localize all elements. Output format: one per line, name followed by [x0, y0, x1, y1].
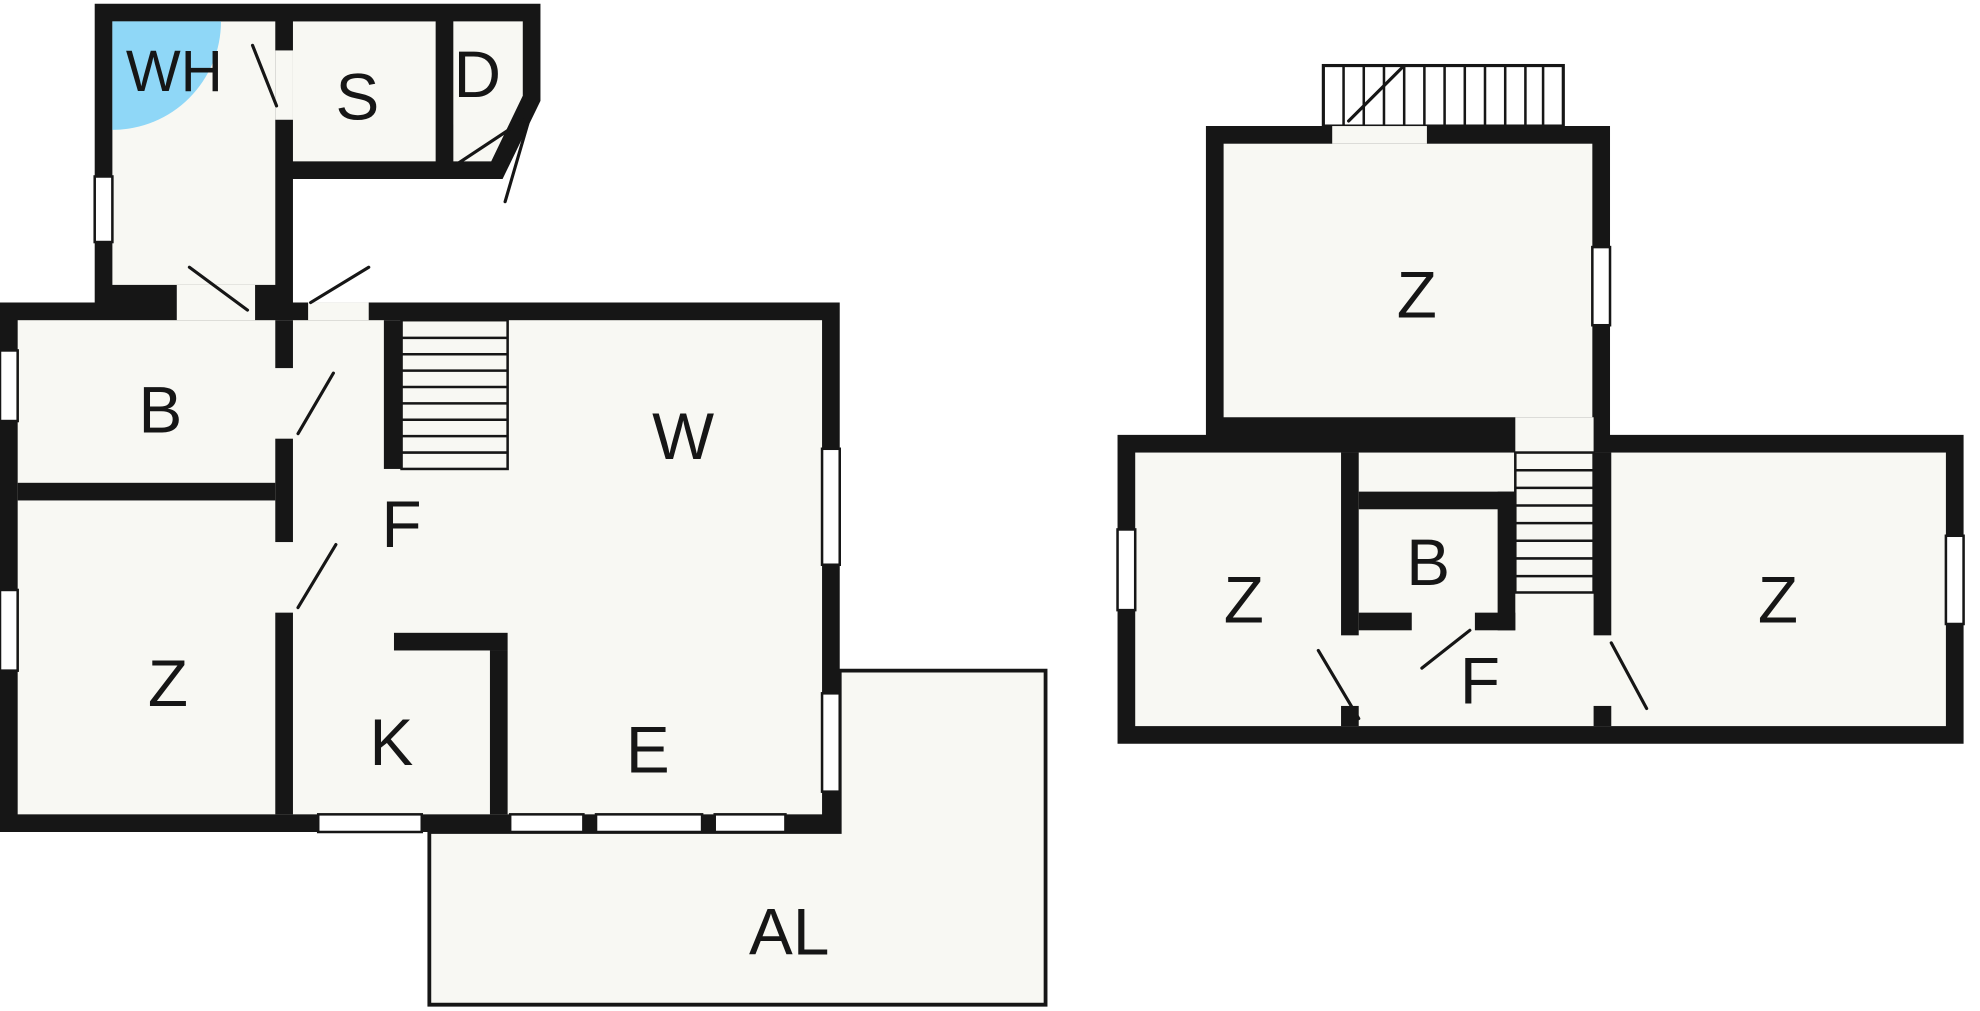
door-swings-ground-floor [187, 43, 530, 610]
ground-floor-plan: WH S D B Z F W K E AL [0, 3, 1048, 1007]
staircase-upper-floor [1514, 451, 1595, 594]
door-swing-b-upper [1420, 628, 1472, 670]
door-opening-corridor-hall [176, 284, 256, 321]
wh-quarter-circle-symbol [112, 21, 221, 130]
door-swing-d-1 [455, 118, 526, 166]
door-opening-back [308, 302, 369, 321]
door-opening-s [275, 50, 293, 120]
upper-floor-plan: Z Z B F Z [1116, 63, 1965, 744]
windows-upper-floor [1116, 245, 1965, 626]
interior-walls [17, 320, 508, 815]
wall-b-right [1497, 491, 1516, 631]
window-zleft [1116, 528, 1137, 612]
room-label-z: Z [148, 647, 188, 720]
room-interior-s [292, 21, 436, 162]
room-label-s: S [335, 61, 379, 134]
external-staircase [1321, 63, 1565, 128]
window-w-right [820, 447, 841, 567]
door-swings-upper-floor [1316, 628, 1649, 721]
wall-zleft-f-upper [1341, 452, 1359, 636]
room-label-z-right: Z [1758, 564, 1798, 637]
door-swing-back [309, 265, 371, 305]
room-label-d: D [454, 38, 501, 111]
room-label-b: B [138, 373, 182, 446]
room-label-z-left: Z [1224, 564, 1264, 637]
room-label-k: K [370, 706, 414, 779]
room-labels-ground-floor: WH S D B Z F W K E AL [126, 38, 829, 968]
window-ztop-right [1591, 245, 1612, 327]
door-swing-s [250, 43, 279, 108]
room-label-b-upper: B [1406, 526, 1450, 599]
window-k-bottom [316, 813, 424, 834]
door-swing-zright [1609, 641, 1649, 711]
wall-hall-upper [275, 320, 293, 369]
opening-external-stairs [1332, 126, 1427, 144]
door-swing-d-2 [503, 121, 530, 204]
external-staircase-diagonal [1347, 66, 1404, 123]
door-swing-corridor [187, 265, 250, 312]
door-swing-b [296, 371, 335, 436]
staircase-treads [401, 336, 508, 454]
staircase-ground-floor [400, 318, 509, 471]
window-zright [1944, 534, 1965, 626]
room-interior-z-top [1223, 143, 1593, 418]
wall-k-right [489, 650, 508, 815]
room-label-al: AL [749, 895, 829, 968]
window-z-left [0, 588, 19, 672]
window-corridor-left [93, 175, 114, 244]
wall-hall-middle [275, 438, 293, 543]
wall-b-top [1358, 491, 1516, 510]
wall-f-zright-lower [1593, 705, 1612, 727]
external-staircase-treads [1342, 65, 1545, 127]
staircase-upper-treads [1515, 468, 1594, 578]
wall-b-z-divider [17, 482, 276, 501]
interior-walls-upper [1341, 452, 1612, 727]
room-label-wh: WH [126, 39, 223, 104]
door-swing-z [296, 543, 338, 610]
wall-hall-lower [275, 612, 293, 815]
wall-f-zright-upper [1593, 452, 1612, 636]
opening-stairs-to-z-top [1515, 417, 1594, 453]
wall-stairs-left [383, 320, 402, 469]
staircase-outline [400, 318, 509, 471]
room-label-f-upper: F [1460, 644, 1500, 717]
window-bottom-3 [713, 813, 787, 834]
room-label-f: F [381, 488, 421, 561]
wall-b-bottom-left [1358, 612, 1412, 631]
window-bottom-2 [594, 813, 704, 834]
door-swing-zleft [1316, 648, 1361, 721]
room-interior-d [453, 21, 523, 162]
room-label-e: E [626, 714, 670, 787]
wall-b-bottom-right [1474, 612, 1516, 631]
room-labels-upper-floor: Z Z B F Z [1224, 259, 1798, 718]
window-b-left [0, 349, 19, 423]
room-label-z-top: Z [1397, 259, 1437, 332]
window-e-right [820, 692, 841, 793]
room-label-w: W [652, 400, 714, 473]
windows-ground-floor [0, 175, 841, 834]
wall-k-top [393, 632, 508, 651]
window-bottom-1 [508, 813, 585, 834]
